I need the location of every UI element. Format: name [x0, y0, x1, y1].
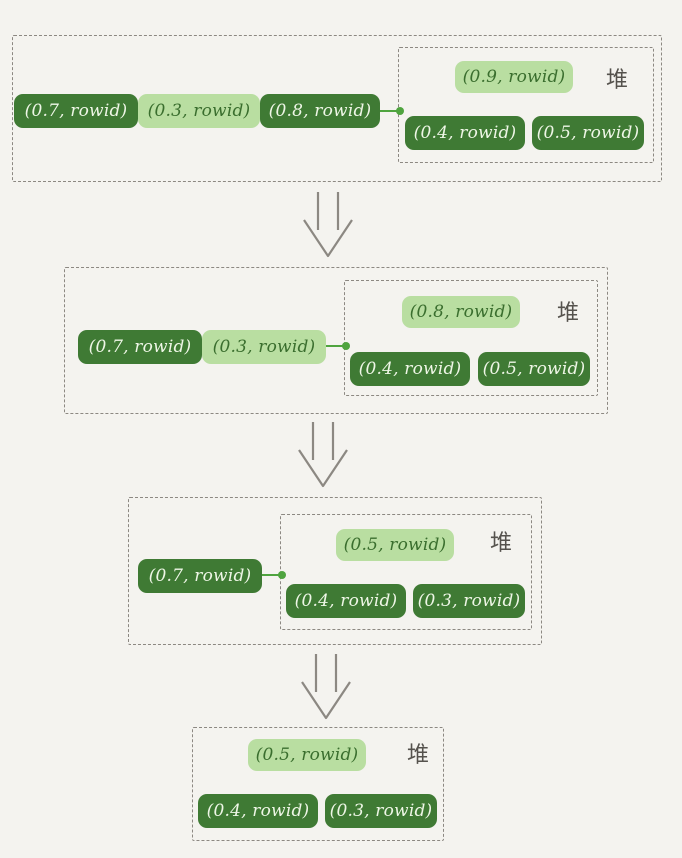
stage-1-heap-box — [398, 47, 654, 163]
stage-1-heap-bottom-2: (0.5, rowid) — [532, 116, 644, 150]
down-arrow-2 — [298, 422, 348, 488]
stage-2-queue-item-2: (0.3, rowid) — [202, 330, 326, 364]
stage-3-heap-bottom-2: (0.3, rowid) — [413, 584, 525, 618]
stage-2-queue-item-1: (0.7, rowid) — [78, 330, 202, 364]
stage-2-connector — [326, 342, 350, 350]
stage-1-queue-item-2: (0.3, rowid) — [138, 94, 260, 128]
stage-1-heap-bottom-1: (0.4, rowid) — [405, 116, 525, 150]
stage-2-outer-box — [64, 267, 608, 414]
stage-2-heap-bottom-1: (0.4, rowid) — [350, 352, 470, 386]
stage-3-heap-top: (0.5, rowid) — [336, 529, 454, 561]
stage-4-heap-bottom-2: (0.3, rowid) — [325, 794, 437, 828]
stage-2-heap-bottom-2: (0.5, rowid) — [478, 352, 590, 386]
stage-1-outer-box — [12, 35, 662, 182]
stage-3-queue-item-1: (0.7, rowid) — [138, 559, 262, 593]
stage-3-heap-label: 堆 — [490, 531, 513, 556]
down-arrow-1 — [303, 192, 353, 258]
stage-4-heap-top: (0.5, rowid) — [248, 739, 366, 771]
stage-1-heap-top: (0.9, rowid) — [455, 61, 573, 93]
stage-1-connector — [380, 107, 404, 115]
stage-2-heap-label: 堆 — [557, 301, 580, 326]
stage-2-heap-box — [344, 280, 598, 396]
stage-2-heap-top: (0.8, rowid) — [402, 296, 520, 328]
stage-4-heap-bottom-1: (0.4, rowid) — [198, 794, 318, 828]
stage-3-heap-bottom-1: (0.4, rowid) — [286, 584, 406, 618]
stage-1-heap-label: 堆 — [606, 68, 629, 93]
stage-1-queue-item-3: (0.8, rowid) — [260, 94, 380, 128]
stage-4-heap-label: 堆 — [407, 743, 430, 768]
stage-3-outer-box — [128, 497, 542, 645]
stage-1-queue-item-1: (0.7, rowid) — [14, 94, 138, 128]
stage-4-heap-box — [192, 727, 444, 841]
stage-3-connector — [262, 571, 286, 579]
down-arrow-3 — [301, 654, 351, 720]
